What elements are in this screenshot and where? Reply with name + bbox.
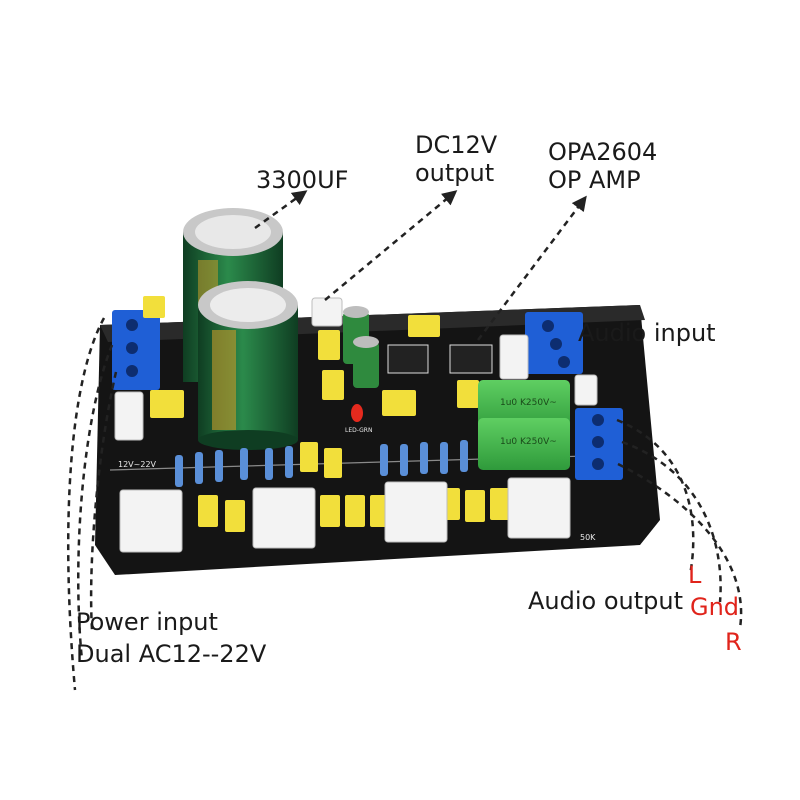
pot-silkscreen: 50K [580, 533, 596, 542]
resistor-row [175, 440, 468, 487]
film-capacitors: 1u0 K250V~ 1u0 K250V~ [478, 380, 570, 470]
audio-input-terminal-block [525, 312, 583, 374]
wire-paths [66, 317, 743, 691]
led-indicator [351, 404, 363, 422]
power-terminal-block [112, 310, 160, 390]
wire-power-2 [77, 344, 114, 661]
op-amp-chips [387, 344, 493, 374]
wire-out-l [616, 418, 695, 576]
arrow-opamp [477, 195, 587, 341]
power-input-label-line2: Dual AC12--22V [76, 640, 267, 668]
audio-input-label: Audio input [578, 319, 716, 347]
dc-output-label-line2: output [415, 159, 495, 187]
pin-gnd-label: Gnd [690, 593, 740, 621]
capacitor-label: 3300UF [256, 166, 349, 194]
opamp-label-line2: OP AMP [548, 166, 641, 194]
film-cap-label-2: 1u0 K250V~ [500, 437, 557, 447]
annotation-arrows [254, 190, 587, 341]
wire-power-1 [66, 317, 106, 691]
white-connectors [114, 297, 598, 553]
audio-output-label: Audio output [528, 587, 684, 615]
film-cap-label: 1u0 K250V~ [500, 398, 557, 408]
audio-output-terminal-block [575, 408, 623, 480]
capacitor-3300uf-second [198, 281, 298, 450]
power-input-label-line1: Power input [76, 608, 218, 636]
dc-output-label-line1: DC12V [415, 131, 498, 159]
pin-r-label: R [725, 628, 742, 656]
arrow-dc-output [324, 190, 458, 301]
opamp-label-line1: OPA2604 [548, 138, 658, 166]
wire-power-3 [89, 371, 118, 631]
wire-out-r [617, 462, 743, 629]
wire-out-gnd [621, 440, 722, 603]
voltage-silkscreen: 12V~22V [118, 460, 157, 469]
pin-l-label: L [688, 561, 702, 589]
led-silkscreen: LED-GRN [345, 427, 372, 434]
small-capacitors [343, 306, 379, 388]
